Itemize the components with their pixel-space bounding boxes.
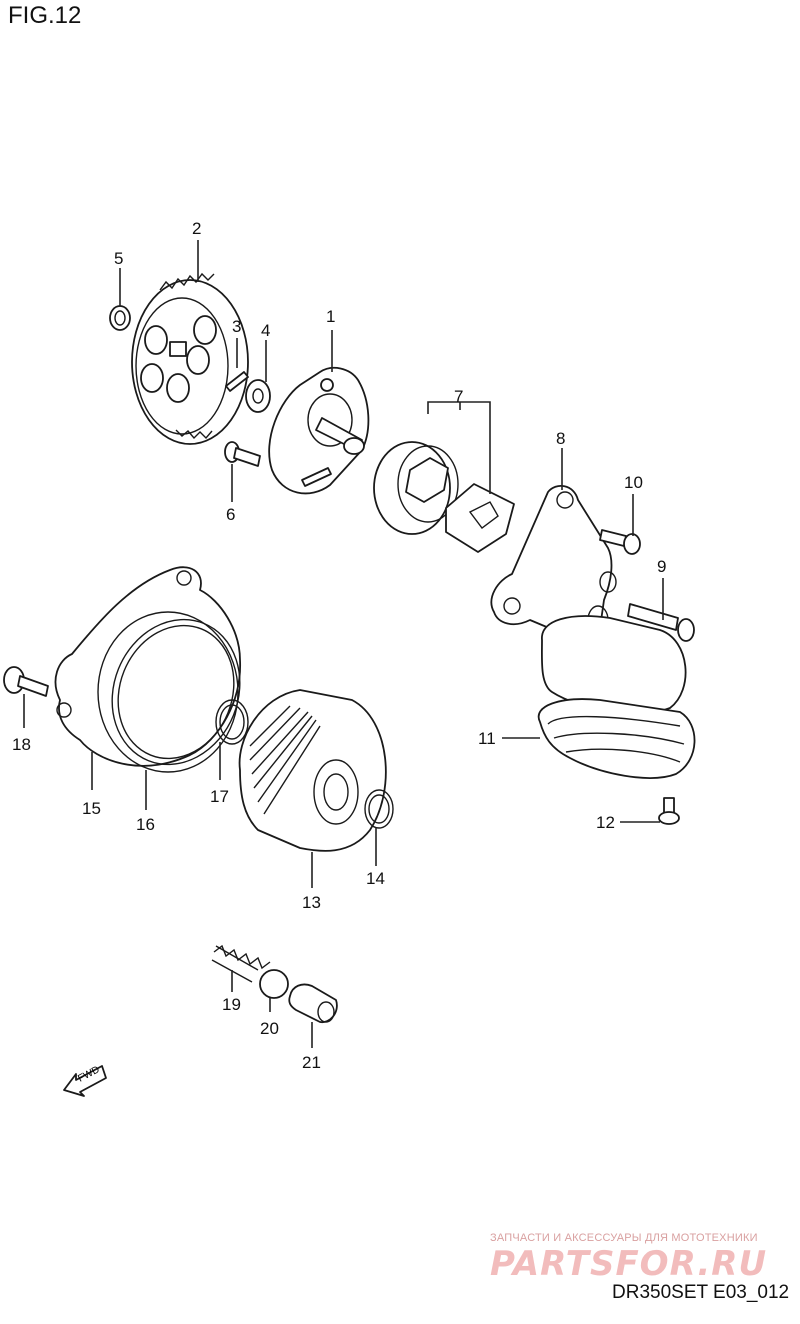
part-strainer <box>537 615 696 779</box>
part-oil-filter <box>238 689 387 852</box>
callout-12: 12 <box>596 813 615 832</box>
part-filter-cap <box>54 566 241 773</box>
part-bolt-18 <box>3 666 49 697</box>
part-oil-pump <box>268 366 370 495</box>
callout-10: 10 <box>624 473 643 492</box>
figure-code: DR350SET E03_012 <box>612 1282 790 1303</box>
callout-11: 11 <box>478 729 496 748</box>
callout-13: 13 <box>302 893 321 912</box>
part-oring-17 <box>215 699 249 745</box>
callout-5: 5 <box>114 249 123 268</box>
part-screw-6 <box>224 441 261 467</box>
figure-title: FIG.12 <box>8 2 82 29</box>
part-oring-14 <box>364 789 394 829</box>
part-plug <box>288 983 338 1024</box>
watermark-tagline: ЗАПЧАСТИ И АКСЕССУАРЫ ДЛЯ МОТОТЕХНИКИ <box>490 1232 758 1244</box>
part-pin <box>225 371 249 392</box>
part-bolt-12 <box>658 797 680 825</box>
part-rotor-set <box>373 401 515 553</box>
callout-3: 3 <box>232 317 241 336</box>
callout-21: 21 <box>302 1053 321 1072</box>
callout-14: 14 <box>366 869 385 888</box>
callouts: 1 2 3 4 5 6 7 8 9 10 11 12 13 14 15 16 1… <box>12 219 666 1072</box>
callout-8: 8 <box>556 429 565 448</box>
part-oring-16 <box>111 618 241 766</box>
callout-9: 9 <box>657 557 666 576</box>
part-drive-gear <box>131 272 249 445</box>
callout-7: 7 <box>454 387 463 406</box>
part-ball <box>259 969 289 999</box>
leader-lines <box>23 240 664 1048</box>
part-circlip <box>109 305 131 331</box>
callout-19: 19 <box>222 995 241 1014</box>
callout-1: 1 <box>326 307 335 326</box>
callout-4: 4 <box>261 321 270 340</box>
callout-15: 15 <box>82 799 101 818</box>
callout-16: 16 <box>136 815 155 834</box>
watermark-logo: PARTSFOR.RU <box>490 1244 768 1284</box>
part-screw-10 <box>599 529 641 555</box>
callout-20: 20 <box>260 1019 279 1038</box>
part-bolt-9 <box>627 603 695 642</box>
callout-17: 17 <box>210 787 229 806</box>
fwd-arrow: FWD <box>63 1064 107 1097</box>
callout-6: 6 <box>226 505 235 524</box>
part-washer <box>245 379 271 413</box>
callout-2: 2 <box>192 219 201 238</box>
callout-18: 18 <box>12 735 31 754</box>
